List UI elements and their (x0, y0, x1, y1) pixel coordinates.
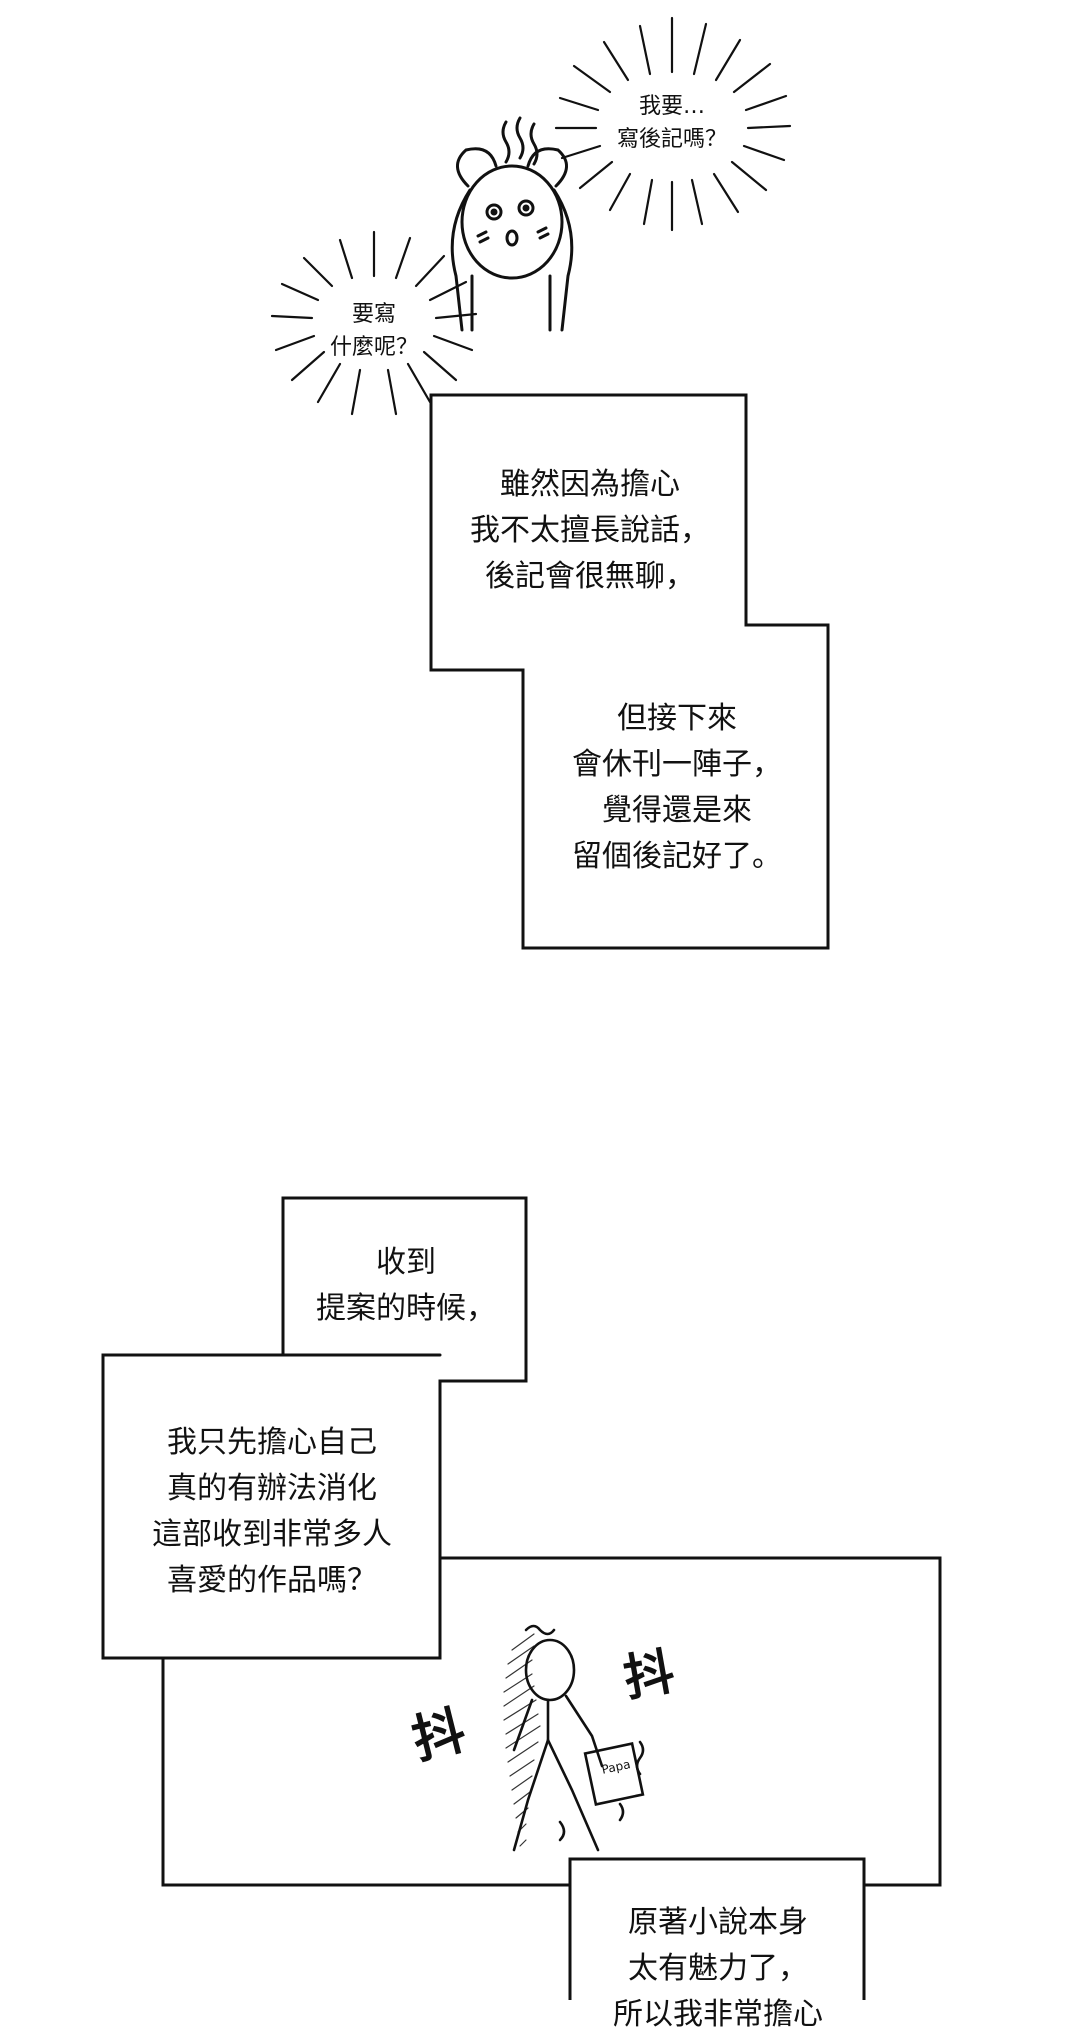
narration-text-1: 雖然因為擔心 我不太擅長說話， 後記會很無聊， (470, 467, 710, 594)
motion-hatching (503, 1633, 541, 1847)
narration-box-1 (429, 393, 830, 950)
narration-text-3: 收到 提案的時候， (316, 1245, 496, 1326)
burst-text-top: 我要… 寫後記嗎？ (616, 94, 727, 152)
burst-left (270, 230, 478, 416)
narration-box-3 (101, 1196, 528, 1660)
narration-text-4: 我只先擔心自己 真的有辦法消化 這部收到非常多人 喜愛的作品嗎？ (152, 1425, 392, 1598)
narration-text-2: 但接下來 會休刊一陣子， 覺得還是來 留個後記好了。 (572, 701, 782, 874)
worried-character (450, 116, 574, 332)
narration-box-5 (568, 1857, 866, 2000)
sfx-shake-right: 抖 (619, 1642, 679, 1708)
narration-text-5: 原著小說本身 太有魅力了， 所以我非常擔心 (613, 1905, 823, 2032)
burst-top (554, 16, 792, 232)
burst-text-left: 要寫 什麼呢？ (329, 302, 418, 360)
shaking-character (512, 1624, 645, 1852)
shaking-panel-frame (438, 1556, 942, 1887)
